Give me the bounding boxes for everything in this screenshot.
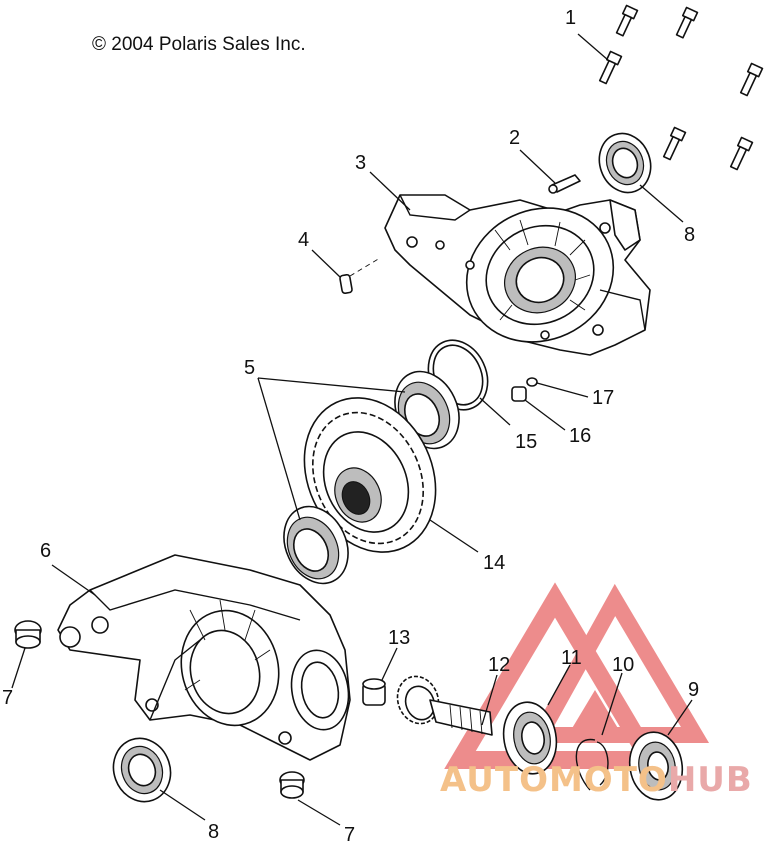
bearing-lower-icon <box>283 505 349 585</box>
fill-plug-left-icon <box>14 620 42 649</box>
callout-1: 1 <box>565 7 577 29</box>
watermark-logo <box>444 582 710 769</box>
callout-3: 3 <box>355 152 367 174</box>
fill-plug-bottom-icon <box>279 771 305 799</box>
pinion-bearing-icon <box>502 701 558 775</box>
callout-9: 9 <box>688 679 700 701</box>
leader-lines <box>11 33 693 826</box>
callout-8-bottom: 8 <box>208 821 220 843</box>
callout-8-top: 8 <box>684 224 696 246</box>
callout-2: 2 <box>509 127 521 149</box>
callout-14: 14 <box>483 552 506 574</box>
drain-plug-icon <box>511 377 538 402</box>
callout-10: 10 <box>612 654 635 676</box>
callout-6: 6 <box>40 540 52 562</box>
pinion-seal-icon <box>628 731 684 801</box>
callout-7-bottom: 7 <box>344 824 356 846</box>
bolt-set-icon <box>598 4 764 171</box>
housing-cover-right-icon <box>384 194 651 356</box>
callout-12: 12 <box>488 654 511 676</box>
callout-15: 15 <box>515 431 538 453</box>
snap-ring-icon <box>575 738 609 791</box>
vent-fitting-icon <box>548 174 581 194</box>
housing-main-left-icon <box>57 554 351 761</box>
watermark-text: AUTOMOTOHUB <box>440 760 753 800</box>
callout-4: 4 <box>298 229 310 251</box>
watermark-text-part2: HUB <box>667 760 753 800</box>
callout-11: 11 <box>561 647 582 669</box>
seal-top-icon <box>598 132 652 194</box>
seal-bottom-icon <box>112 737 172 803</box>
copyright-text: © 2004 Polaris Sales Inc. <box>92 34 306 55</box>
callout-5: 5 <box>244 357 256 379</box>
bushing-icon <box>362 678 386 706</box>
callout-16: 16 <box>569 425 592 447</box>
callout-13: 13 <box>388 627 411 649</box>
callout-17: 17 <box>592 387 615 409</box>
callout-7-left: 7 <box>2 687 14 709</box>
ring-gear-icon <box>303 397 437 553</box>
pinion-gear-icon <box>396 675 493 736</box>
watermark-text-part1: AUTOMOTO <box>440 760 668 800</box>
dowel-pin-icon <box>339 257 381 295</box>
